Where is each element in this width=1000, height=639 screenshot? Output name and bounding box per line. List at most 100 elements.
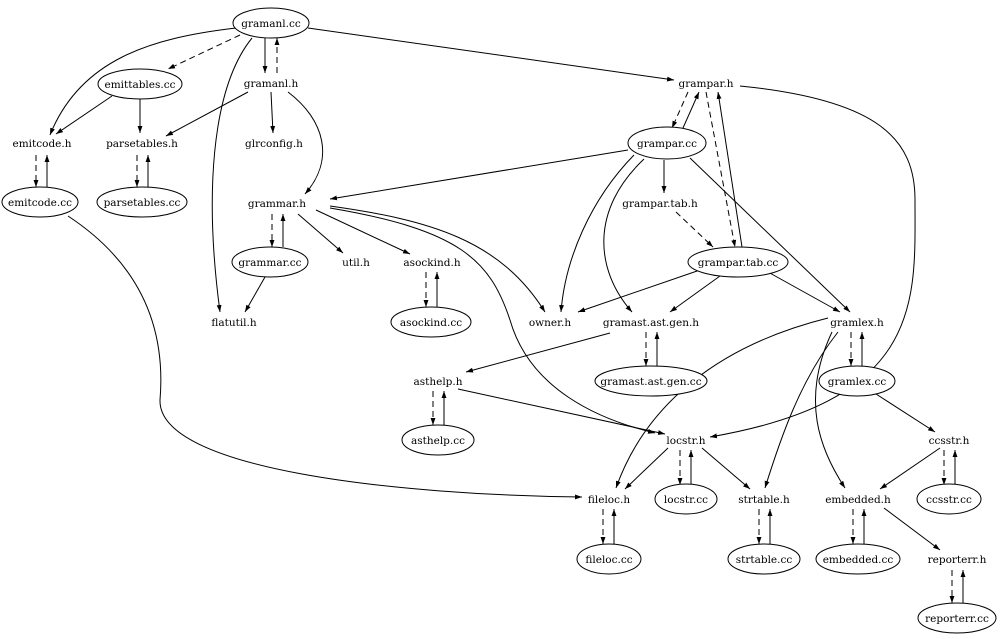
node-ccsstr-h[interactable]: ccsstr.h	[929, 435, 970, 447]
node-label: gramast.ast.gen.cc	[600, 376, 701, 388]
node-gramast-ast-gen-h[interactable]: gramast.ast.gen.h	[603, 317, 699, 329]
node-label: fileloc.cc	[585, 554, 632, 566]
node-emitcode-cc[interactable]: emitcode.cc	[1, 186, 79, 218]
node-label: emittables.cc	[104, 79, 175, 91]
node-label: asthelp.h	[413, 376, 462, 388]
node-ccsstr-cc[interactable]: ccsstr.cc	[916, 483, 982, 515]
node-label: util.h	[342, 257, 370, 269]
edge-emitcode-cc-to-fileloc-h	[67, 215, 583, 500]
node-label: asthelp.cc	[411, 435, 465, 447]
node-strtable-h[interactable]: strtable.h	[738, 494, 790, 506]
node-reporterr-cc[interactable]: reporterr.cc	[917, 602, 997, 634]
edge-grampar-cc-to-owner-h	[559, 154, 635, 313]
edge-ccsstr-h-to-embedded-h	[879, 447, 941, 490]
node-label: gramlex.h	[830, 317, 884, 329]
edge-grampar-tab-cc-to-gramast-ast-gen-h	[669, 275, 721, 313]
node-label: gramanl.cc	[241, 18, 301, 30]
edge-gramanl-h-to-parsetables-h	[165, 91, 249, 137]
edge-gramanl-cc-to-grampar-h	[307, 27, 675, 82]
node-label: reporterr.h	[928, 554, 987, 566]
node-fileloc-h[interactable]: fileloc.h	[588, 494, 630, 506]
edge-grammar-cc-to-flatutil-h	[244, 276, 266, 313]
node-asockind-cc[interactable]: asockind.cc	[390, 306, 472, 338]
node-emitcode-h[interactable]: emitcode.h	[13, 138, 72, 150]
node-label: emitcode.cc	[8, 197, 72, 209]
node-label: grampar.cc	[637, 138, 697, 150]
node-strtable-cc[interactable]: strtable.cc	[727, 543, 801, 575]
node-locstr-cc[interactable]: locstr.cc	[654, 483, 718, 515]
node-parsetables-cc[interactable]: parsetables.cc	[96, 186, 188, 218]
node-label: embedded.cc	[823, 554, 894, 566]
node-grampar-tab-h[interactable]: grampar.tab.h	[622, 198, 698, 210]
node-asthelp-h[interactable]: asthelp.h	[413, 376, 462, 388]
node-label: fileloc.h	[588, 494, 630, 506]
node-embedded-cc[interactable]: embedded.cc	[815, 543, 901, 575]
node-label: glrconfig.h	[245, 138, 303, 150]
node-grampar-cc[interactable]: grampar.cc	[627, 126, 707, 160]
node-locstr-h[interactable]: locstr.h	[666, 435, 705, 447]
node-label: ccsstr.cc	[926, 494, 972, 506]
node-label: owner.h	[529, 317, 571, 329]
node-label: grampar.tab.h	[622, 198, 698, 210]
node-label: parsetables.cc	[104, 197, 181, 209]
node-gramanl-h[interactable]: gramanl.h	[244, 78, 299, 90]
node-grammar-cc[interactable]: grammar.cc	[231, 246, 309, 278]
node-embedded-h[interactable]: embedded.h	[825, 494, 891, 506]
node-label: grammar.cc	[238, 257, 301, 269]
edge-locstr-h-to-fileloc-h	[624, 447, 669, 490]
edge-grampar-cc-to-gramast-ast-gen-h	[603, 158, 645, 313]
node-grampar-tab-cc[interactable]: grampar.tab.cc	[687, 246, 789, 278]
node-label: reporterr.cc	[925, 613, 989, 625]
edge-grampar-h-to-grampar-tab-cc	[705, 91, 737, 248]
node-gramast-ast-gen-cc[interactable]: gramast.ast.gen.cc	[594, 365, 708, 397]
node-label: ccsstr.h	[929, 435, 970, 447]
node-label: gramanl.h	[244, 78, 299, 90]
edge-gramlex-cc-to-ccsstr-h	[875, 393, 936, 433]
node-label: strtable.h	[738, 494, 790, 506]
node-label: locstr.h	[666, 435, 705, 447]
node-label: grampar.h	[679, 78, 734, 90]
edge-grampar-cc-to-grampar-h	[682, 91, 700, 129]
edge-grampar-tab-h-to-grampar-tab-cc	[675, 211, 714, 248]
node-emittables-cc[interactable]: emittables.cc	[97, 68, 183, 100]
node-label: gramast.ast.gen.h	[603, 317, 699, 329]
node-grampar-h[interactable]: grampar.h	[679, 78, 734, 90]
node-gramlex-h[interactable]: gramlex.h	[830, 317, 884, 329]
node-gramlex-cc[interactable]: gramlex.cc	[818, 365, 896, 397]
edge-gramanl-cc-to-emittables-cc	[167, 34, 241, 70]
edge-grampar-cc-to-grammar-h	[329, 149, 629, 201]
edge-grampar-tab-cc-to-grampar-h	[716, 91, 743, 248]
node-label: emitcode.h	[13, 138, 72, 150]
edge-grammar-h-to-util-h	[297, 213, 344, 254]
node-flatutil-h[interactable]: flatutil.h	[211, 317, 257, 329]
node-gramanl-cc[interactable]: gramanl.cc	[232, 7, 310, 39]
edge-grampar-tab-cc-to-owner-h	[577, 269, 701, 313]
edge-emittables-cc-to-emitcode-h	[55, 95, 113, 135]
edge-grammar-h-to-asockind-h	[315, 209, 411, 255]
node-label: parsetables.h	[106, 138, 178, 150]
node-parsetables-h[interactable]: parsetables.h	[106, 138, 178, 150]
node-label: grampar.tab.cc	[698, 257, 779, 269]
node-reporterr-h[interactable]: reporterr.h	[928, 554, 987, 566]
node-label: strtable.cc	[736, 554, 793, 566]
edge-grampar-cc-to-gramlex-h	[689, 157, 851, 313]
node-label: embedded.h	[825, 494, 891, 506]
node-grammar-h[interactable]: grammar.h	[248, 198, 306, 210]
node-asockind-h[interactable]: asockind.h	[403, 257, 460, 269]
edges	[33, 27, 966, 603]
node-util-h[interactable]: util.h	[342, 257, 370, 269]
edge-gramanl-h-to-grammar-h	[287, 91, 324, 195]
edge-gramlex-h-to-embedded-h	[814, 331, 846, 489]
node-glrconfig-h[interactable]: glrconfig.h	[245, 138, 303, 150]
edge-locstr-h-to-strtable-h	[701, 447, 751, 490]
edge-gramanl-cc-to-flatutil-h	[211, 37, 253, 313]
node-owner-h[interactable]: owner.h	[529, 317, 571, 329]
node-fileloc-cc[interactable]: fileloc.cc	[576, 543, 642, 575]
edge-grammar-h-to-owner-h	[329, 205, 546, 313]
node-asthelp-cc[interactable]: asthelp.cc	[401, 424, 475, 456]
node-label: grammar.h	[248, 198, 306, 210]
edge-asthelp-h-to-locstr-h	[457, 388, 666, 435]
edge-gramanl-cc-to-emitcode-h	[49, 27, 237, 136]
node-label: asockind.h	[403, 257, 460, 269]
